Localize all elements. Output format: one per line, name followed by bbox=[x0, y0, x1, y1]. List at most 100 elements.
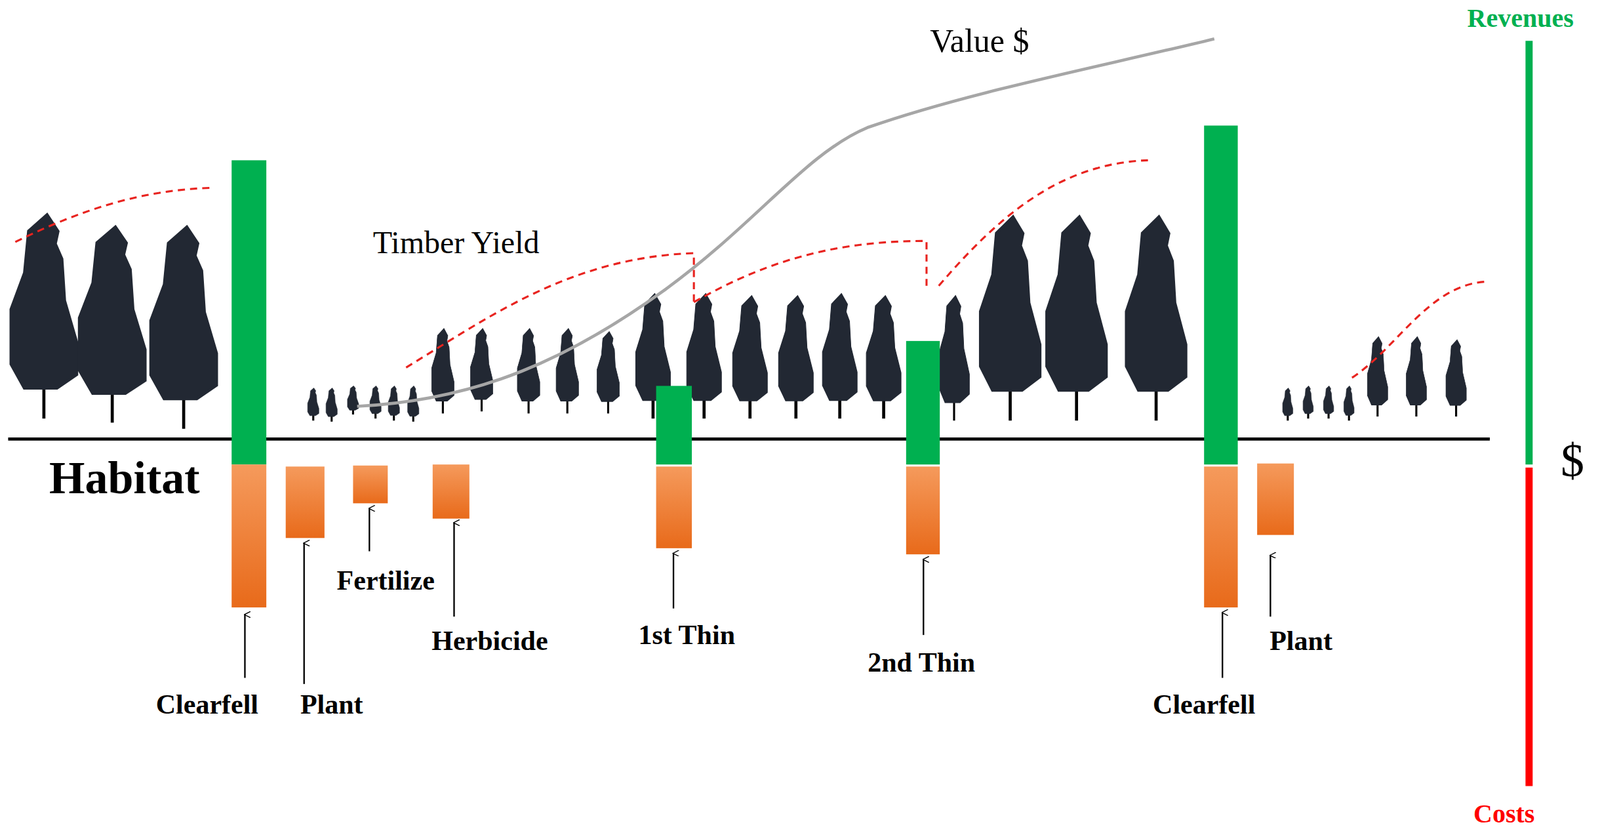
pointer-arrow bbox=[243, 614, 246, 679]
region-label: Habitat bbox=[49, 452, 200, 503]
tree-crown bbox=[866, 295, 901, 400]
revenue-bar bbox=[1203, 125, 1238, 465]
tree bbox=[979, 216, 1041, 421]
axis-label: Costs bbox=[1473, 799, 1535, 829]
tree bbox=[431, 328, 454, 414]
tree bbox=[407, 385, 420, 421]
yield-curve bbox=[15, 187, 212, 242]
tree-crown bbox=[1045, 216, 1107, 391]
tree bbox=[78, 226, 147, 423]
cost-axis bbox=[1525, 467, 1533, 787]
tree-crown bbox=[1125, 216, 1187, 391]
tree bbox=[1045, 216, 1107, 421]
tree bbox=[1405, 337, 1427, 417]
cost-bar bbox=[1257, 463, 1294, 536]
tree bbox=[556, 328, 579, 414]
pointer-arrow bbox=[303, 542, 305, 684]
cost-bar bbox=[656, 466, 692, 549]
timber-yield-curves bbox=[15, 160, 1485, 378]
yield-curve bbox=[1352, 281, 1485, 378]
pointer-arrows bbox=[244, 508, 1271, 684]
tree-crown bbox=[1302, 385, 1314, 414]
cost-bars bbox=[231, 463, 1294, 608]
operation-label: Plant bbox=[300, 689, 364, 720]
tree bbox=[866, 295, 901, 419]
tree-crown bbox=[78, 226, 147, 394]
ground-line bbox=[7, 437, 1490, 441]
tree-crown bbox=[150, 226, 218, 399]
yield-curve bbox=[693, 240, 927, 302]
tree-crown bbox=[979, 216, 1041, 391]
tree-crown bbox=[1323, 385, 1334, 414]
axis-label: Revenues bbox=[1467, 3, 1574, 33]
revenue-bar bbox=[906, 340, 940, 465]
operation-label: Clearfell bbox=[1152, 689, 1256, 720]
tree bbox=[1343, 385, 1355, 421]
tree bbox=[1323, 385, 1334, 419]
tree-crown bbox=[1405, 337, 1427, 405]
tree-crown bbox=[325, 387, 338, 417]
tree-crown bbox=[635, 293, 671, 400]
tree bbox=[939, 295, 970, 421]
tree bbox=[470, 328, 493, 412]
money-axis bbox=[1525, 40, 1533, 786]
cost-bar bbox=[285, 466, 325, 538]
operation-label: Herbicide bbox=[431, 625, 548, 656]
tree bbox=[732, 295, 768, 419]
cost-bar bbox=[432, 464, 470, 519]
axis-label: $ bbox=[1560, 435, 1585, 488]
pointer-arrow bbox=[1221, 612, 1223, 679]
tree bbox=[1125, 216, 1187, 421]
tree-crown bbox=[1343, 385, 1355, 416]
tree-crown bbox=[596, 331, 620, 402]
operation-label: Fertilize bbox=[337, 565, 435, 596]
tree-silhouettes bbox=[10, 214, 1467, 429]
tree bbox=[1282, 387, 1294, 421]
tree-crown bbox=[732, 295, 768, 400]
tree-crown bbox=[307, 387, 319, 416]
pointer-arrow bbox=[1269, 555, 1271, 617]
curve-label: Timber Yield bbox=[373, 225, 540, 261]
tree bbox=[778, 295, 814, 419]
curve-label: Value $ bbox=[929, 22, 1029, 60]
pointer-arrow bbox=[368, 508, 370, 551]
tree-crown bbox=[1445, 339, 1467, 405]
cost-bar bbox=[231, 464, 267, 608]
tree bbox=[307, 387, 319, 421]
operation-label: 1st Thin bbox=[638, 619, 736, 650]
cost-bar bbox=[906, 466, 940, 555]
operation-label: 2nd Thin bbox=[867, 647, 976, 678]
tree bbox=[1445, 339, 1467, 417]
tree-crown bbox=[822, 293, 858, 400]
revenue-axis bbox=[1525, 40, 1533, 465]
tree-crown bbox=[1367, 337, 1388, 405]
tree-crown bbox=[1282, 387, 1294, 416]
operation-label: Clearfell bbox=[156, 689, 259, 720]
tree-crown bbox=[686, 293, 722, 400]
revenue-bar bbox=[231, 160, 267, 465]
tree bbox=[150, 226, 218, 429]
pointer-arrow bbox=[453, 522, 455, 617]
cost-bar bbox=[352, 465, 388, 504]
tree-crown bbox=[369, 385, 381, 414]
value-curve bbox=[357, 38, 1215, 406]
tree bbox=[686, 293, 722, 419]
yield-curve bbox=[405, 253, 694, 368]
tree bbox=[596, 331, 620, 414]
tree bbox=[10, 214, 79, 419]
tree-crown bbox=[388, 385, 400, 416]
revenue-bars bbox=[231, 125, 1238, 465]
pointer-arrow bbox=[922, 559, 924, 635]
cost-bar bbox=[1203, 466, 1238, 608]
pointer-arrow bbox=[672, 553, 675, 609]
tree-crown bbox=[556, 328, 579, 401]
tree bbox=[1302, 385, 1314, 419]
operation-label: Plant bbox=[1269, 625, 1333, 656]
revenue-bar bbox=[656, 385, 692, 465]
tree bbox=[369, 385, 381, 419]
tree bbox=[822, 293, 858, 419]
yield-curve bbox=[939, 160, 1149, 286]
tree-crown bbox=[939, 295, 970, 402]
tree-crown bbox=[778, 295, 814, 400]
